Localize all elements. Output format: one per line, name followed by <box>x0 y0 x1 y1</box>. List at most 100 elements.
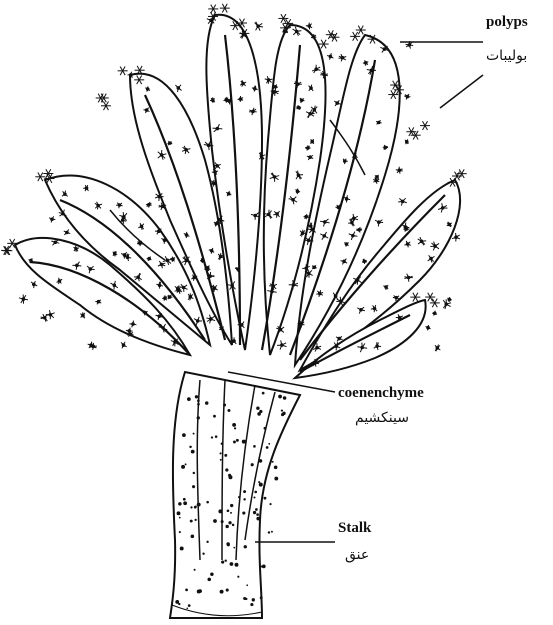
polyp-mark <box>121 342 127 348</box>
polyp-tip-mark <box>457 169 467 178</box>
polyp-mark <box>435 345 440 352</box>
stalk-dot <box>177 511 181 515</box>
polyp-mark <box>175 85 181 92</box>
stalk-dot <box>227 543 230 546</box>
stalk-dot <box>253 511 256 514</box>
polyps-label: polyps <box>486 14 528 31</box>
stalk-dot <box>244 545 247 548</box>
stalk-dot <box>224 454 227 457</box>
stalk-dot <box>259 483 263 487</box>
stalk-dot <box>230 512 232 514</box>
stalk-dot <box>213 415 216 418</box>
polyp-mark <box>265 76 273 84</box>
polyp-mark <box>375 175 379 179</box>
polyp-mark <box>432 311 437 316</box>
stalk-dot <box>180 547 184 551</box>
polyps-arabic-label: بوليبات <box>486 48 527 64</box>
stalk-dot <box>230 504 233 507</box>
stalk-dot <box>230 562 234 566</box>
stalk-dot <box>210 572 213 575</box>
stalk-dot <box>255 508 258 511</box>
coenenchyme-arabic-label: سينكشيم <box>355 410 409 426</box>
stalk-dot <box>202 553 204 555</box>
stalk-dot <box>198 589 202 593</box>
stalk-dot <box>225 525 228 528</box>
polyp-mark <box>405 139 408 144</box>
stalk-dot <box>189 446 191 448</box>
stalk-dot <box>234 427 236 429</box>
stalk-dot <box>256 406 259 409</box>
stalk-dot <box>190 506 192 508</box>
polyp-mark <box>339 54 347 61</box>
stalk-dot <box>186 608 188 610</box>
stalk-dot <box>220 590 224 594</box>
polyp-tip-mark <box>410 293 420 302</box>
polyp-mark <box>362 259 367 264</box>
stalk-dot <box>233 441 236 444</box>
stalk-dot <box>207 578 211 582</box>
stalk-dot <box>252 598 255 601</box>
stalk-dot <box>228 521 231 524</box>
polyp-tip-mark <box>208 5 218 14</box>
polyp-mark <box>255 22 263 31</box>
stalk-dot <box>232 524 235 527</box>
stalk-dot <box>227 409 230 412</box>
polyp-mark <box>80 312 84 318</box>
stalk-dot <box>224 559 226 561</box>
stalk-dot <box>235 563 239 567</box>
polyp-mark <box>19 294 28 303</box>
stalk-dot <box>256 513 259 516</box>
polyp-tip-mark <box>118 66 128 75</box>
stalk-label: Stalk <box>338 520 371 537</box>
stalk-dot <box>254 491 257 494</box>
stalk-dot <box>268 443 270 445</box>
stalk-dot <box>215 435 218 438</box>
polyp-mark <box>46 310 55 319</box>
stalk-dot <box>195 505 197 507</box>
stalk-dot <box>197 416 200 419</box>
stalk-dot <box>272 461 274 463</box>
stalk-arabic-label: عنق <box>345 547 369 563</box>
stalk-dot <box>257 412 261 416</box>
stalk-dot <box>185 463 187 465</box>
stalk-dot <box>218 509 222 513</box>
stalk-dot <box>191 535 195 539</box>
stalk-dot <box>281 413 284 416</box>
stalk-dot <box>226 589 229 592</box>
stalk-dot <box>259 459 263 463</box>
stalk-dot <box>238 496 240 498</box>
stalk-dot <box>221 520 224 523</box>
stalk-dot <box>271 531 273 533</box>
polyp-mark <box>426 325 431 330</box>
stalk-dot <box>182 433 186 437</box>
stalk-dot <box>236 439 239 442</box>
polyp-mark <box>206 315 215 324</box>
stalk-dot <box>206 541 208 543</box>
stalk-dot <box>233 547 235 549</box>
stalk-dot <box>223 404 226 407</box>
stalk-dot <box>191 450 195 454</box>
polyp-mark <box>375 220 383 227</box>
stalk-dot <box>193 433 195 435</box>
polyp-tip-mark <box>96 94 106 103</box>
polyp-tip-mark <box>319 40 329 49</box>
stalk-dot <box>213 519 217 523</box>
polyp-mark <box>398 198 407 205</box>
polyps-leader-line-2 <box>440 75 483 108</box>
polyp-mark <box>146 202 152 208</box>
polyp-mark <box>64 229 71 234</box>
stalk-dot <box>256 517 260 521</box>
polyp-mark <box>334 100 340 106</box>
stalk-dot <box>197 399 200 402</box>
polyp-mark <box>396 167 403 174</box>
stalk-dot <box>262 392 265 395</box>
stalk-dot <box>258 481 260 483</box>
stalk-dot <box>274 466 278 470</box>
stalk-dot <box>253 496 255 498</box>
stalk-dot <box>195 395 198 398</box>
stalk-dot <box>266 446 269 449</box>
stalk-dot <box>197 403 200 406</box>
polyp-mark <box>277 340 286 349</box>
stalk-dot <box>181 465 185 469</box>
stalk-dot <box>278 395 282 399</box>
